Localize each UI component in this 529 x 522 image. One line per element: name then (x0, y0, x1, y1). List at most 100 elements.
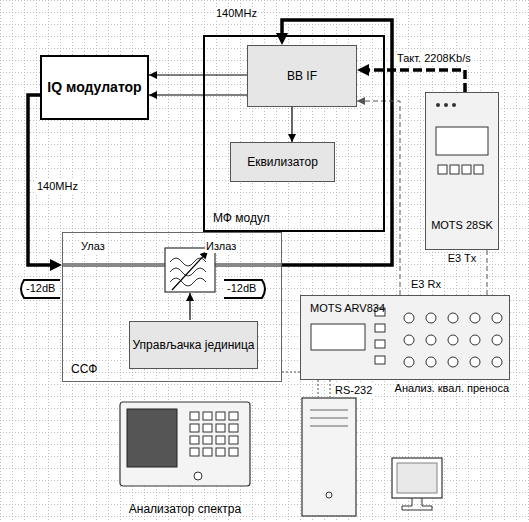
rs232-link (330, 380, 331, 397)
tuning-arrow (172, 251, 208, 290)
device-button (438, 165, 447, 174)
node-text: Анализ. квал. преноса (395, 382, 509, 395)
node-text: E3 Tx (426, 252, 498, 265)
pc-power-button (326, 492, 332, 498)
node-text: IQ модулатор (47, 79, 141, 96)
analyzer-key (203, 436, 212, 444)
analyzer-key (229, 412, 238, 420)
signal-label: E3 Rx (410, 278, 442, 291)
filter-symbol (165, 248, 215, 292)
node-text: MOTS ARV834 (310, 302, 385, 315)
node-text: ССФ (71, 362, 97, 376)
device-connector (470, 357, 480, 367)
analyzer-key (229, 424, 238, 432)
control-unit-box: Управљачка јединица (129, 321, 258, 369)
device-button (474, 165, 483, 174)
equalizer-box: Еквилизатор (230, 142, 335, 182)
coupler-symbol (224, 280, 265, 298)
analyzer-key (216, 424, 225, 432)
transmitter-device: MOTS 28SKE3 Tx (425, 92, 499, 250)
device-connector (470, 335, 480, 345)
analyzer-illustration (112, 398, 258, 494)
connector (357, 101, 400, 295)
device-connector (426, 313, 436, 323)
arrow-head (50, 259, 62, 271)
device-connector (492, 357, 502, 367)
node-text: Анализатор спектра (112, 502, 258, 516)
device-button (375, 356, 385, 364)
analyzer-body (120, 402, 250, 486)
analyzer-input (194, 472, 202, 480)
device-connector (404, 313, 414, 323)
analyzer-key (190, 424, 199, 432)
device-button (450, 165, 459, 174)
filter-unit-box: ССФ Управљачка јединица (62, 232, 282, 382)
device-connector (404, 335, 414, 345)
node-text: Еквилизатор (247, 155, 318, 169)
spectrum-analyzer: Анализатор спектра (112, 398, 258, 518)
connector (291, 107, 292, 142)
frequency-label: 140MHz (36, 180, 79, 193)
analyzer-key (216, 412, 225, 420)
device-display (311, 324, 365, 350)
node-text: Управљачка јединица (132, 338, 254, 352)
computer-illustration (302, 398, 442, 516)
arrow-head (357, 64, 369, 76)
status-led (436, 103, 440, 107)
analyzer-key (229, 436, 238, 444)
analyzer-key (203, 448, 212, 456)
analyzer-key (203, 424, 212, 432)
bbif-box: BB IF (247, 45, 357, 107)
device-connector (448, 313, 458, 323)
analyzer-key (190, 412, 199, 420)
analyzer-key (216, 448, 225, 456)
pc-tower (302, 398, 356, 516)
connector (149, 74, 247, 75)
analyzer-device: MOTS ARV834Анализ. квал. преноса (300, 295, 510, 380)
device-button (375, 324, 385, 332)
connector (149, 94, 247, 95)
device-connector (470, 313, 480, 323)
if-module-box: МФ модул BB IF Еквилизатор (203, 35, 385, 232)
device-button (375, 340, 385, 348)
device-display (436, 127, 488, 155)
analyzer-key (203, 412, 212, 420)
connector (362, 70, 465, 92)
monitor-stand (402, 498, 432, 510)
device-button (462, 165, 471, 174)
connector (487, 250, 488, 295)
device-connector (404, 357, 414, 367)
device-connector (492, 335, 502, 345)
clock-label: Такт. 2208Kb/s (396, 52, 472, 65)
device-connector (426, 357, 436, 367)
modulator-box: IQ модулатор (40, 55, 149, 120)
device-connector (448, 335, 458, 345)
attenuation-label: -12dB (226, 282, 257, 295)
pc-drive-bays (310, 410, 348, 426)
status-led (444, 103, 448, 107)
port-label: Улаз (80, 240, 106, 253)
analyzer-key (190, 436, 199, 444)
interface-label: RS-232 (334, 384, 373, 397)
analyzer-key (190, 448, 199, 456)
node-text: MOTS 28SK (426, 219, 498, 232)
analyzer-screen (127, 409, 177, 467)
device-connector (426, 335, 436, 345)
attenuation-label: -12dB (25, 282, 56, 295)
coupler-symbol (21, 280, 60, 298)
node-text: BB IF (287, 69, 317, 83)
monitor-screen (397, 463, 437, 493)
analyzer-key (216, 436, 225, 444)
port-label: Излаз (205, 240, 237, 253)
control-arrow (189, 293, 190, 320)
frequency-label: 140MHz (215, 7, 258, 20)
status-led (452, 103, 456, 107)
device-connector (492, 313, 502, 323)
analyzer-key (229, 448, 238, 456)
device-connector (448, 357, 458, 367)
node-text: МФ модул (213, 211, 270, 225)
monitor (392, 458, 442, 498)
